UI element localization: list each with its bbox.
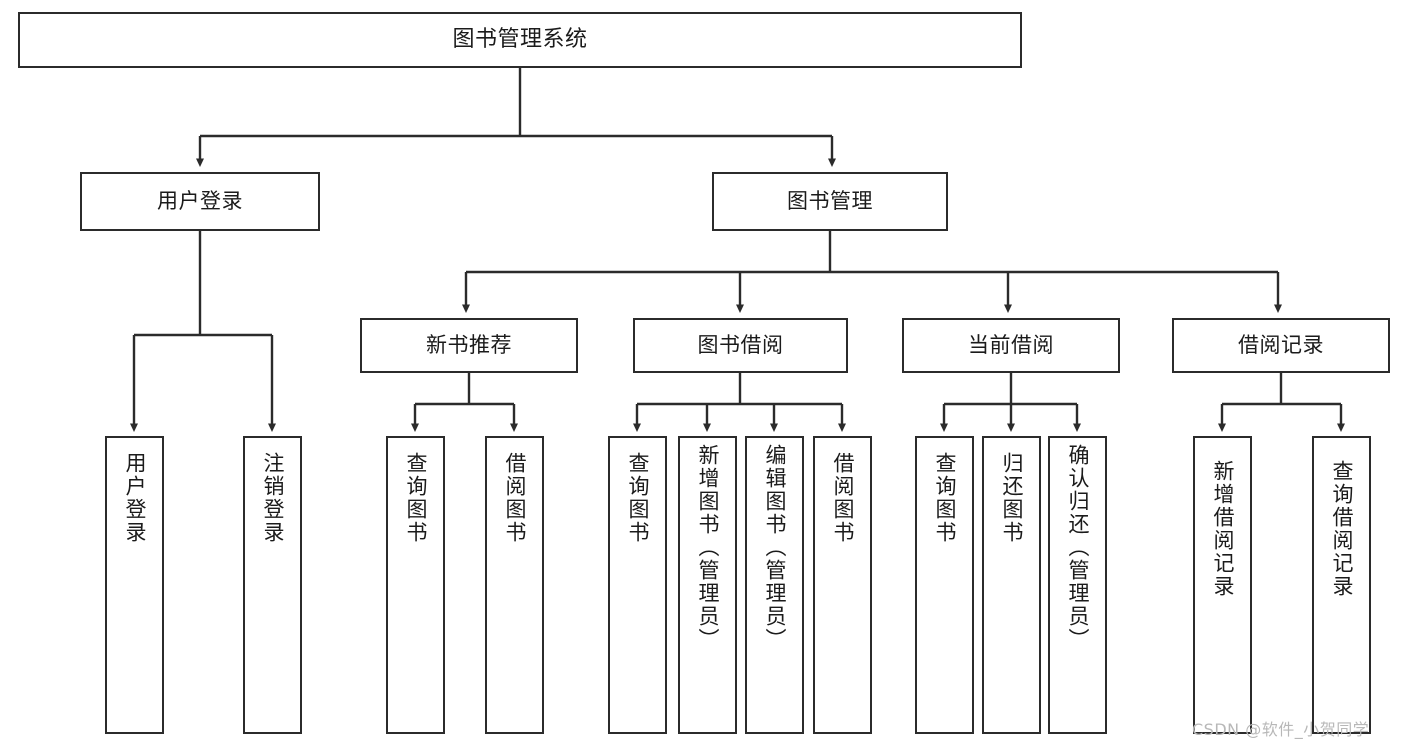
node-leaf-borrow-book[interactable]: 借阅图书 xyxy=(813,436,872,734)
node-book-borrow[interactable]: 图书借阅 xyxy=(633,318,848,373)
node-leaf-query-book-borrow[interactable]: 查询图书 xyxy=(608,436,667,734)
node-leaf-query-borrow-record[interactable]: 查询借阅记录 xyxy=(1312,436,1371,734)
node-current-borrow-label: 当前借阅 xyxy=(968,332,1054,357)
csdn-watermark: CSDN @软件_小贺同学 xyxy=(1192,720,1370,739)
node-leaf-user-login[interactable]: 用户登录 xyxy=(105,436,164,734)
node-book-borrow-label: 图书借阅 xyxy=(697,332,784,357)
node-leaf-confirm-return-admin-label: 确认归还（管理员） xyxy=(1066,444,1090,651)
node-leaf-add-book-admin[interactable]: 新增图书（管理员） xyxy=(678,436,737,734)
node-leaf-return-book[interactable]: 归还图书 xyxy=(982,436,1041,734)
node-leaf-user-login-label: 用户登录 xyxy=(123,452,147,544)
node-book-management[interactable]: 图书管理 xyxy=(712,172,948,231)
node-root[interactable]: 图书管理系统 xyxy=(18,12,1022,68)
node-root-label: 图书管理系统 xyxy=(452,26,588,52)
node-leaf-logout-label: 注销登录 xyxy=(261,452,285,544)
node-leaf-return-book-label: 归还图书 xyxy=(1000,452,1024,544)
node-leaf-edit-book-admin[interactable]: 编辑图书（管理员） xyxy=(745,436,804,734)
node-leaf-query-book-cur-label: 查询图书 xyxy=(933,452,957,544)
node-borrow-record[interactable]: 借阅记录 xyxy=(1172,318,1390,373)
node-leaf-query-book-cur[interactable]: 查询图书 xyxy=(915,436,974,734)
node-leaf-query-book-borrow-label: 查询图书 xyxy=(626,452,650,544)
node-leaf-query-book-rec[interactable]: 查询图书 xyxy=(386,436,445,734)
node-user-login-label: 用户登录 xyxy=(157,188,243,213)
node-leaf-add-borrow-record-label: 新增借阅记录 xyxy=(1211,460,1235,598)
node-leaf-query-borrow-record-label: 查询借阅记录 xyxy=(1330,460,1354,598)
node-leaf-borrow-book-rec[interactable]: 借阅图书 xyxy=(485,436,544,734)
node-leaf-logout[interactable]: 注销登录 xyxy=(243,436,302,734)
node-leaf-borrow-book-rec-label: 借阅图书 xyxy=(503,452,527,544)
node-leaf-query-book-rec-label: 查询图书 xyxy=(404,452,428,544)
node-leaf-add-book-admin-label: 新增图书（管理员） xyxy=(696,444,720,651)
node-leaf-edit-book-admin-label: 编辑图书（管理员） xyxy=(763,444,787,651)
node-current-borrow[interactable]: 当前借阅 xyxy=(902,318,1120,373)
node-borrow-record-label: 借阅记录 xyxy=(1238,332,1324,357)
node-user-login[interactable]: 用户登录 xyxy=(80,172,320,231)
node-book-management-label: 图书管理 xyxy=(787,188,873,213)
node-new-book-recommend[interactable]: 新书推荐 xyxy=(360,318,578,373)
node-leaf-add-borrow-record[interactable]: 新增借阅记录 xyxy=(1193,436,1252,734)
node-leaf-borrow-book-label: 借阅图书 xyxy=(831,452,855,544)
node-new-book-recommend-label: 新书推荐 xyxy=(426,332,512,357)
node-leaf-confirm-return-admin[interactable]: 确认归还（管理员） xyxy=(1048,436,1107,734)
